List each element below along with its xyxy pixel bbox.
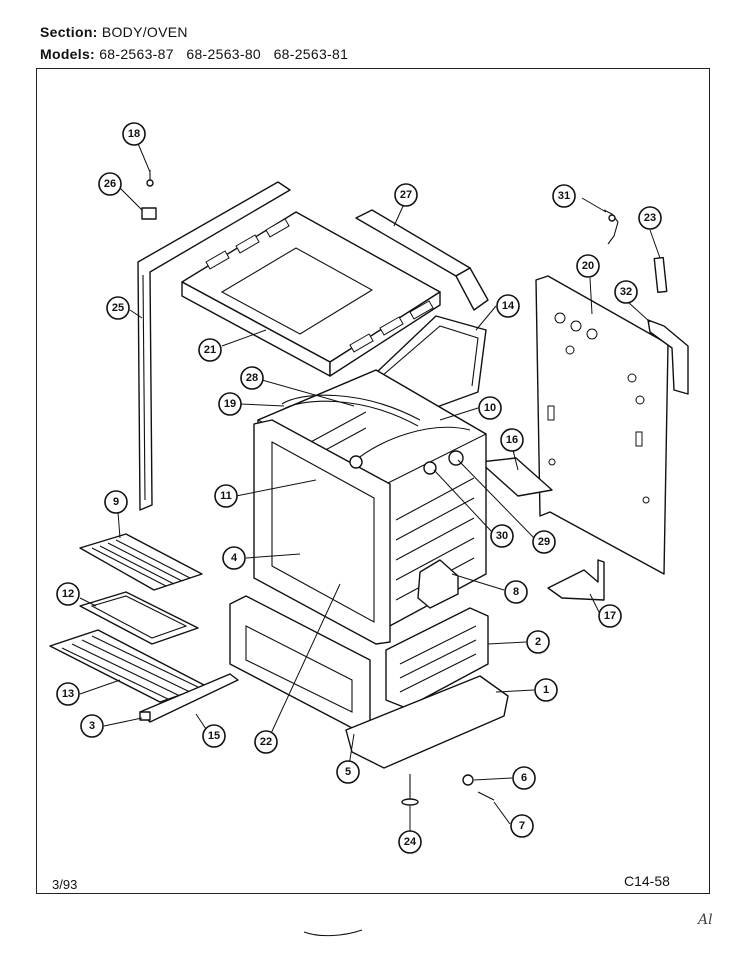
part-broiler-grid <box>79 533 203 591</box>
models-heading: Models: 68-2563-87 68-2563-80 68-2563-81 <box>40 46 348 62</box>
callout-28: 28 <box>240 366 264 390</box>
svg-text:26: 26 <box>104 178 116 190</box>
svg-text:10: 10 <box>484 402 496 414</box>
svg-text:5: 5 <box>345 766 351 778</box>
svg-text:16: 16 <box>506 434 518 446</box>
callout-17: 17 <box>598 604 622 628</box>
diagram-frame <box>36 68 710 894</box>
svg-text:3: 3 <box>89 720 95 732</box>
callout-7: 7 <box>510 814 534 838</box>
callout-30: 30 <box>490 524 514 548</box>
svg-text:23: 23 <box>644 212 656 224</box>
svg-text:9: 9 <box>113 496 119 508</box>
section-heading: Section: BODY/OVEN <box>40 24 188 40</box>
handwritten-mark: Al <box>698 912 713 928</box>
callout-24: 24 <box>398 830 422 854</box>
svg-text:21: 21 <box>204 344 216 356</box>
scan-smudge <box>303 929 363 937</box>
callout-32: 32 <box>614 280 638 304</box>
revision-date: 3/93 <box>52 877 78 892</box>
callout-2: 2 <box>526 630 550 654</box>
models-label: Models: <box>40 46 95 62</box>
callout-1: 1 <box>534 678 558 702</box>
part-back-bracket <box>647 319 689 395</box>
svg-text:19: 19 <box>224 398 236 410</box>
callout-19: 19 <box>218 392 242 416</box>
svg-text:6: 6 <box>521 772 527 784</box>
svg-text:32: 32 <box>620 286 632 298</box>
callout-25: 25 <box>106 296 130 320</box>
svg-text:11: 11 <box>220 490 232 502</box>
part-front-frame <box>253 419 391 645</box>
svg-text:22: 22 <box>260 736 272 748</box>
callout-11: 11 <box>214 484 238 508</box>
part-base <box>345 675 509 769</box>
svg-text:2: 2 <box>535 636 541 648</box>
svg-text:8: 8 <box>513 586 519 598</box>
section-label: Section: <box>40 24 98 40</box>
svg-text:29: 29 <box>538 536 550 548</box>
svg-text:30: 30 <box>496 530 508 542</box>
svg-text:24: 24 <box>404 836 417 848</box>
part-hinge-bracket <box>547 559 605 601</box>
callout-27: 27 <box>394 183 418 207</box>
callout-23: 23 <box>638 206 662 230</box>
diagram-code: C14-58 <box>624 873 670 889</box>
part-insulation <box>479 457 553 497</box>
part-side-panel-left <box>137 181 291 511</box>
callout-8: 8 <box>504 580 528 604</box>
svg-text:17: 17 <box>604 610 616 622</box>
callout-26: 26 <box>98 172 122 196</box>
callout-5: 5 <box>336 760 360 784</box>
svg-text:27: 27 <box>400 189 412 201</box>
callout-6: 6 <box>512 766 536 790</box>
svg-text:1: 1 <box>543 684 549 696</box>
callout-3: 3 <box>80 714 104 738</box>
callout-29: 29 <box>532 530 556 554</box>
callout-12: 12 <box>56 582 80 606</box>
svg-text:7: 7 <box>519 820 525 832</box>
svg-text:31: 31 <box>558 190 570 202</box>
part-drawings <box>49 170 689 806</box>
svg-text:14: 14 <box>502 300 515 312</box>
svg-text:25: 25 <box>112 302 124 314</box>
section-value: BODY/OVEN <box>101 24 188 40</box>
callout-21: 21 <box>198 338 222 362</box>
callout-31: 31 <box>552 184 576 208</box>
callout-15: 15 <box>202 724 226 748</box>
callout-20: 20 <box>576 254 600 278</box>
callout-9: 9 <box>104 490 128 514</box>
svg-text:4: 4 <box>231 552 238 564</box>
svg-text:15: 15 <box>208 730 220 742</box>
callout-10: 10 <box>478 396 502 420</box>
callout-13: 13 <box>56 682 80 706</box>
callout-14: 14 <box>496 294 520 318</box>
svg-text:13: 13 <box>62 688 74 700</box>
svg-text:20: 20 <box>582 260 594 272</box>
callout-16: 16 <box>500 428 524 452</box>
callout-18: 18 <box>122 122 146 146</box>
part-broiler-pan <box>79 591 199 645</box>
callout-4: 4 <box>222 546 246 570</box>
models-value: 68-2563-87 68-2563-80 68-2563-81 <box>99 46 349 62</box>
callout-22: 22 <box>254 730 278 754</box>
part-door-hinge <box>417 559 459 609</box>
svg-text:18: 18 <box>128 128 140 140</box>
svg-text:12: 12 <box>62 588 74 600</box>
svg-text:28: 28 <box>246 372 258 384</box>
leader-lines <box>79 133 661 832</box>
